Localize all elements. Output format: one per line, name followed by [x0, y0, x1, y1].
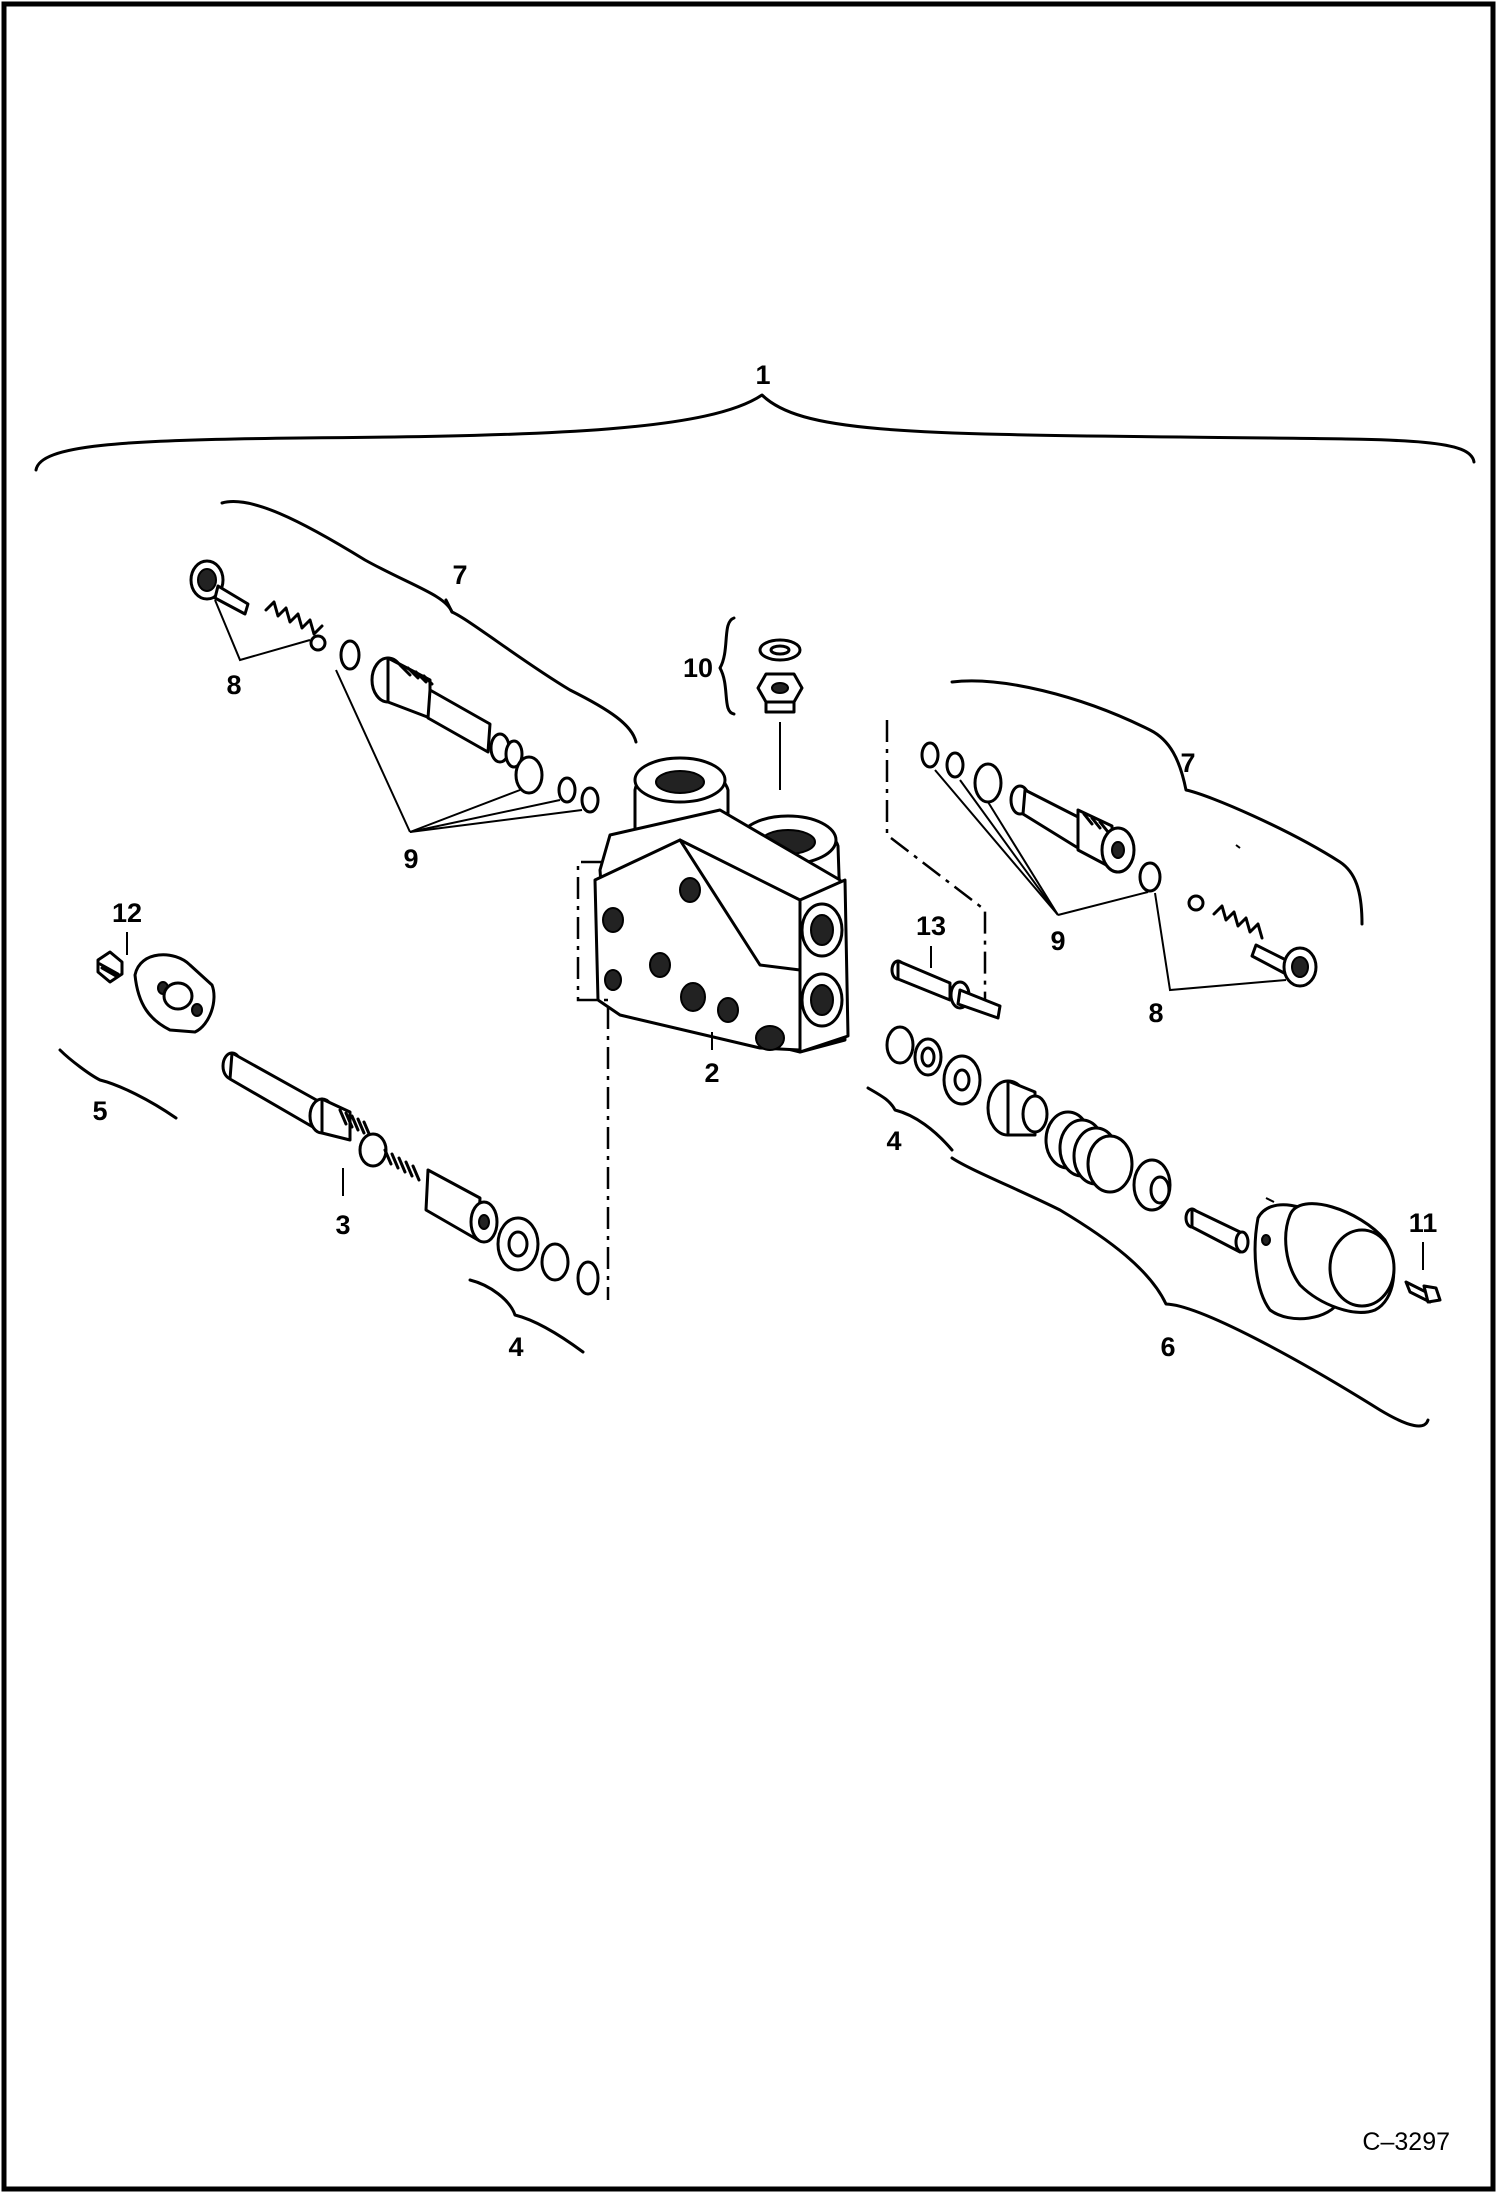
brace-4-right [866, 1086, 954, 1152]
callout-7-left: 7 [452, 560, 467, 590]
spool-bolt [1184, 1207, 1250, 1254]
screw-12 [96, 950, 124, 984]
washer-10 [758, 638, 802, 662]
dash-guide-right [885, 720, 987, 1016]
relief-spring-left [264, 600, 324, 636]
spool-3 [221, 1051, 499, 1244]
relief-plug-right [1250, 943, 1318, 988]
relief-oring-right-b [945, 751, 965, 779]
relief-ball-right [1187, 894, 1205, 912]
brace-4-left [468, 1278, 585, 1354]
relief-cartridge-left [370, 656, 524, 769]
relief-cartridge-right [1009, 784, 1136, 874]
relief-oring-left-d [580, 786, 600, 814]
leader-9-right [934, 769, 1149, 916]
relief-oring-right-c [973, 762, 1003, 804]
spring-seat-upper [986, 1079, 1049, 1137]
spring-cover-6 [1253, 1202, 1396, 1321]
relief-oring-right-a [920, 741, 940, 769]
callout-9-right: 9 [1050, 926, 1065, 956]
callout-4-left: 4 [508, 1332, 523, 1362]
callout-1: 1 [755, 360, 770, 390]
brace-relief-left [220, 500, 638, 744]
callout-13: 13 [916, 911, 946, 941]
relief-plug-left [189, 559, 250, 616]
nut-10 [756, 672, 804, 714]
part-13-plunger [890, 959, 1002, 1020]
brace-assembly-1 [34, 393, 1476, 472]
seal-pack-4-left [496, 1216, 600, 1296]
leader-8-right [1154, 892, 1287, 992]
dash-mark-cover [1265, 1197, 1275, 1203]
callout-4-right: 4 [886, 1126, 901, 1156]
seal-pack-4-right [885, 1025, 982, 1106]
relief-oring-left-a [339, 639, 361, 671]
relief-oring-left-b [514, 755, 544, 795]
brace-10 [718, 616, 736, 716]
end-cap-plate-5 [133, 953, 216, 1034]
callout-7-right: 7 [1180, 748, 1195, 778]
callout-8-left: 8 [226, 670, 241, 700]
valve-body [593, 756, 850, 1054]
relief-oring-left-c [557, 776, 577, 804]
dash-mark-right [1235, 844, 1241, 849]
callout-5: 5 [92, 1096, 107, 1126]
callout-8-right: 8 [1148, 998, 1163, 1028]
brace-6 [950, 1156, 1430, 1428]
callout-2: 2 [704, 1058, 719, 1088]
brace-5 [58, 1048, 178, 1120]
figure-reference-code: C–3297 [1362, 2128, 1450, 2156]
callout-11: 11 [1409, 1208, 1438, 1238]
screw-11 [1404, 1280, 1442, 1304]
relief-oring-right-d [1138, 861, 1162, 893]
callout-6: 6 [1160, 1332, 1175, 1362]
callout-10: 10 [683, 653, 713, 683]
centering-spring [1044, 1110, 1134, 1194]
callout-12: 12 [112, 898, 142, 928]
callout-3: 3 [335, 1210, 350, 1240]
callout-9-left: 9 [403, 844, 418, 874]
relief-ball-left [309, 634, 327, 652]
brace-relief-right [950, 679, 1364, 926]
spring-seat-lower [1132, 1158, 1172, 1212]
dash-guide-left [576, 860, 610, 1300]
leader-8-left [214, 599, 311, 662]
relief-spring-right [1212, 904, 1264, 940]
leader-9-left [335, 669, 583, 833]
